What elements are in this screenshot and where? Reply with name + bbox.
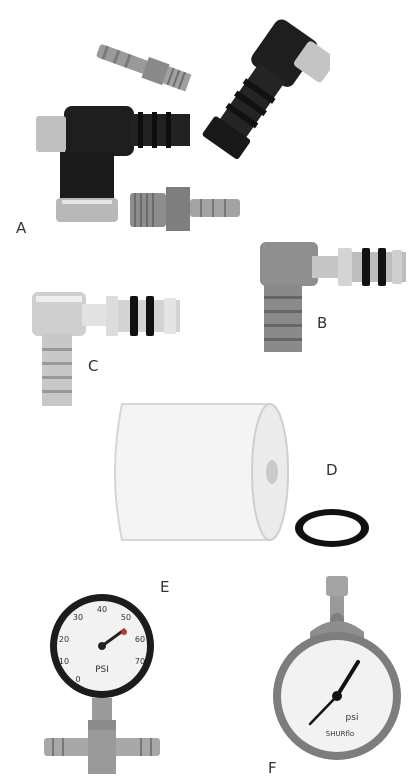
gauge-f-brand: SHURflo — [326, 730, 354, 738]
label-c: C — [88, 357, 99, 375]
part-d-o-ring — [292, 506, 372, 550]
label-b: B — [317, 314, 328, 332]
gauge-e-unit: PSI — [95, 665, 109, 675]
part-a-hose-barb-threaded — [130, 183, 242, 233]
part-e-gauge-tee: 0 10 20 30 40 50 60 70 PSI — [42, 592, 162, 776]
gauge-e-tick-60: 60 — [135, 635, 145, 644]
part-f-hand-gauge: psi SHURflo — [270, 574, 410, 764]
part-d-filter-cartridge — [108, 398, 298, 548]
label-e: E — [160, 578, 170, 596]
gauge-e-tick-30: 30 — [73, 613, 83, 622]
label-d: D — [326, 461, 339, 479]
part-c-chrome-elbow-disconnect — [26, 288, 196, 410]
label-a: A — [16, 219, 27, 237]
part-a-hose-barb-straight — [86, 35, 196, 105]
part-a-ball-valve-right — [195, 8, 330, 178]
gauge-e-tick-40: 40 — [97, 605, 107, 614]
gauge-e-tick-20: 20 — [59, 635, 69, 644]
label-f: F — [268, 759, 278, 777]
part-a-ball-valve-left — [34, 100, 194, 225]
gauge-e-tick-10: 10 — [59, 657, 69, 666]
gauge-e-tick-0: 0 — [75, 675, 80, 684]
gauge-e-tick-50: 50 — [121, 613, 131, 622]
part-b-elbow-disconnect — [252, 238, 412, 358]
gauge-f-unit: psi — [346, 713, 359, 723]
gauge-e-tick-70: 70 — [135, 657, 145, 666]
